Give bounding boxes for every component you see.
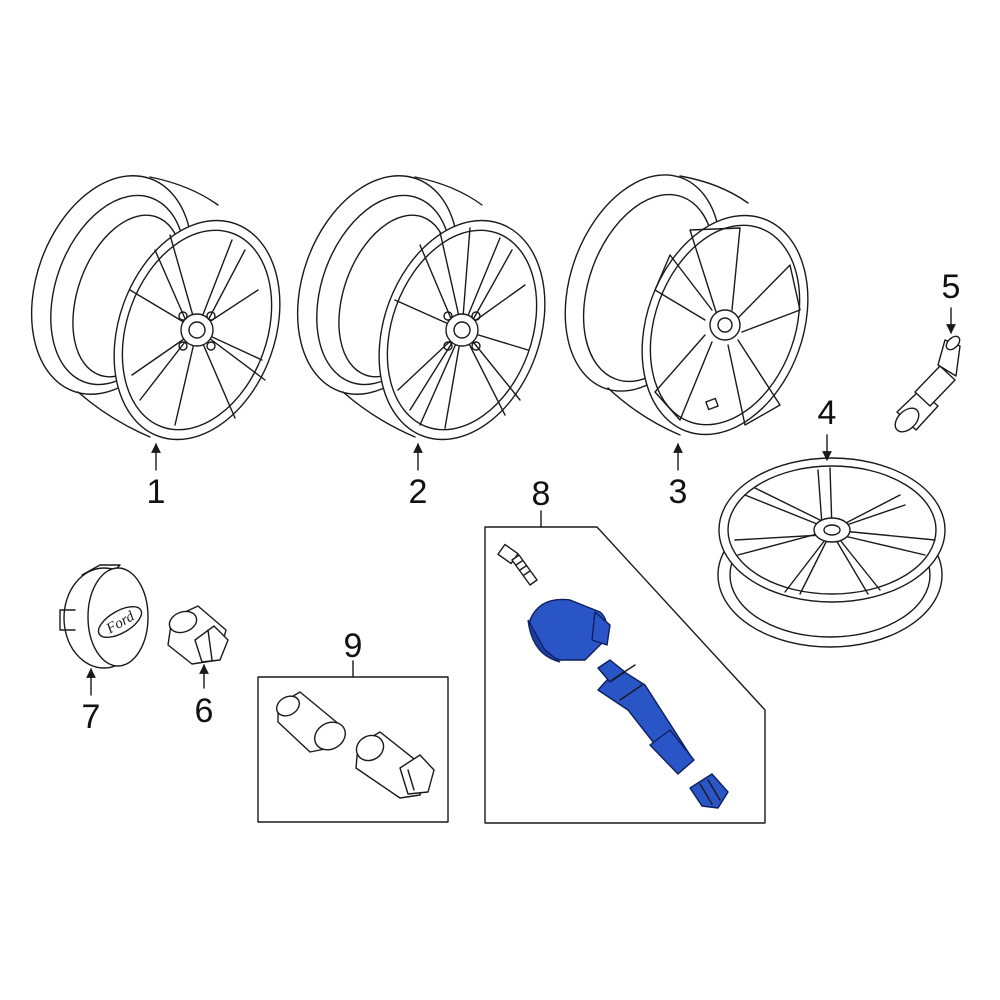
callout-3: 3 — [669, 473, 688, 511]
tpms-group-frame — [484, 526, 766, 824]
tpms-valve-cap — [689, 773, 729, 809]
tpms-valve-stem — [597, 659, 695, 775]
callout-7: 7 — [82, 698, 101, 736]
wheel-2-spokes — [394, 227, 529, 429]
callout-6: 6 — [195, 692, 214, 730]
callout-numbers: 1 2 3 4 5 6 7 8 9 — [82, 268, 961, 736]
lug-nut-6 — [167, 605, 229, 665]
callout-2: 2 — [409, 473, 428, 511]
wheel-3-spokes — [654, 227, 801, 426]
wheel-1-spokes — [129, 234, 266, 426]
lock-kit-group-9 — [257, 676, 449, 823]
tpms-sensor — [527, 598, 611, 663]
wheel-1 — [30, 175, 281, 441]
lock-bolt — [275, 691, 347, 753]
wheel-2 — [296, 175, 546, 441]
tpms-group-8 — [484, 526, 766, 824]
sensor-screw — [497, 543, 538, 586]
leader-lines — [86, 307, 956, 696]
valve-stem-5 — [894, 335, 961, 433]
wheel-4-spokes — [734, 467, 936, 595]
wheel-3 — [564, 174, 809, 436]
callout-5: 5 — [942, 268, 961, 306]
callout-4: 4 — [818, 394, 837, 432]
callout-8: 8 — [532, 475, 551, 513]
callout-9: 9 — [344, 627, 363, 665]
lock-key — [355, 731, 435, 799]
wheel-4 — [717, 457, 946, 648]
callout-1: 1 — [147, 473, 166, 511]
center-cap-7: Ford — [59, 564, 149, 669]
